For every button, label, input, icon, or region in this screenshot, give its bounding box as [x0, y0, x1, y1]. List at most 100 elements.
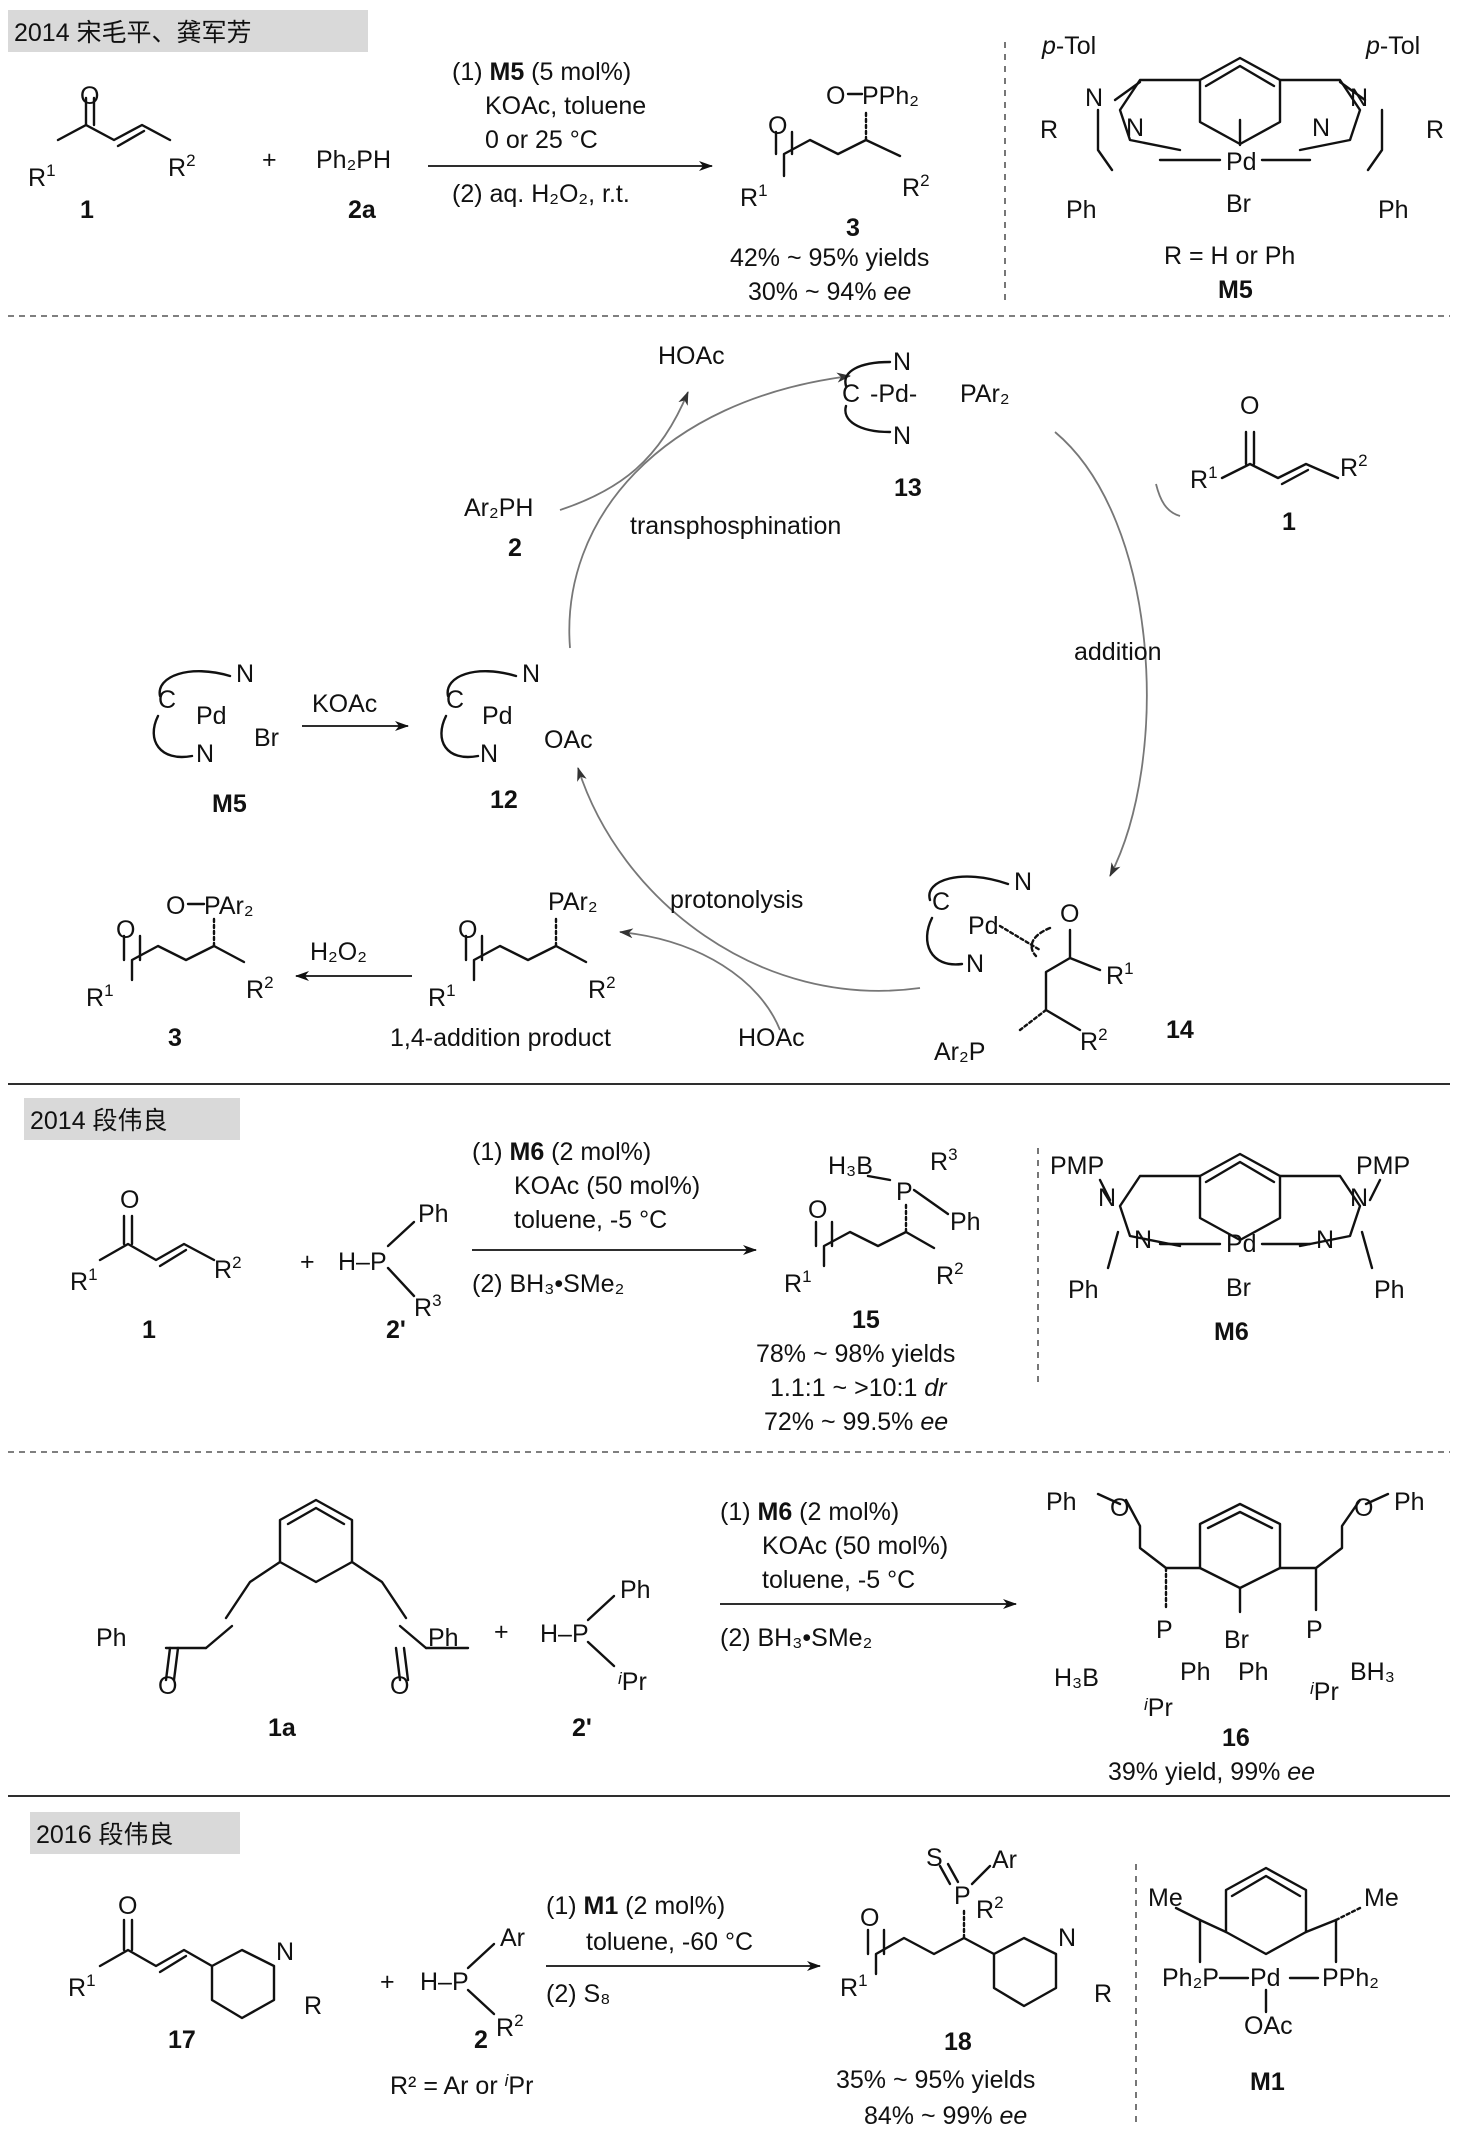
- compound-label-17: 17: [168, 2026, 196, 2054]
- arc-addition: [1054, 431, 1148, 877]
- step-protonolysis: protonolysis: [670, 886, 803, 914]
- conditions-line-4: (2) BH₃•SMe₂: [720, 1624, 872, 1652]
- r2-label: R2: [936, 1259, 964, 1290]
- ar-group: Ar: [992, 1846, 1017, 1874]
- catalytic-cycle: HOAc Ar₂PH 2 transphosphination addition…: [86, 342, 1368, 1066]
- atom-o: O: [768, 112, 787, 140]
- ipr-group: iPr: [1144, 1694, 1173, 1722]
- h3b-group: H₃B: [828, 1152, 873, 1180]
- compound-label-2: 2: [508, 534, 522, 562]
- section-header-bg: [8, 10, 368, 52]
- hoac-input: HOAc: [738, 1024, 805, 1052]
- conditions-line-2: KOAc (50 mol%): [514, 1172, 700, 1200]
- atom-pd: Pd: [1250, 1964, 1281, 1992]
- catalyst-note: R = H or Ph: [1164, 242, 1295, 270]
- r-substituent: R: [1094, 1980, 1112, 2008]
- phenyl: Ph: [418, 1200, 449, 1228]
- atom-pd: Pd: [196, 702, 227, 730]
- atom-c: C: [158, 686, 176, 714]
- plus-sign: +: [300, 1248, 315, 1276]
- phenyl: Ph: [96, 1624, 127, 1652]
- product-3: O O PPh₂ R1 R2 3 42% ~ 95% yields 30% ~ …: [730, 82, 930, 306]
- atom-n: N: [236, 660, 254, 688]
- r1-label: R1: [428, 981, 456, 1012]
- yield-range: 78% ~ 98% yields: [756, 1340, 955, 1368]
- p-h-group: H–P: [420, 1968, 469, 1996]
- r1-label: R1: [1190, 463, 1218, 494]
- atom-o: O: [1354, 1494, 1373, 1522]
- addition-product: O PAr₂ R1 R2 1,4-addition product: [390, 888, 616, 1052]
- atom-o: O: [80, 82, 99, 110]
- atom-n: N: [276, 1938, 294, 1966]
- compound-label-1: 1: [142, 1316, 156, 1344]
- r1-label: R1: [784, 1267, 812, 1298]
- phenyl: Ph: [428, 1624, 459, 1652]
- methyl: Me: [1364, 1884, 1399, 1912]
- precatalyst-label: M5: [212, 790, 247, 818]
- atom-o: O: [116, 916, 135, 944]
- intermediate-12: N C Pd OAc N 12: [440, 660, 593, 814]
- atom-pd: Pd: [1226, 148, 1257, 176]
- pph2-ligand: PPh₂: [1322, 1964, 1379, 1992]
- atom-n: N: [893, 422, 911, 450]
- koac-label: KOAc: [312, 690, 377, 718]
- phenyl: Ph: [1180, 1658, 1211, 1686]
- phenyl: Ph: [620, 1576, 651, 1604]
- reagent-2a: Ph₂PH: [316, 146, 391, 174]
- conditions-line-3: toluene, -5 °C: [514, 1206, 667, 1234]
- product-3-cycle: O O PAr₂ R1 R2 3: [86, 892, 274, 1052]
- atom-n: N: [1350, 84, 1368, 112]
- arc-protonolysis: [577, 767, 921, 992]
- atom-o: O: [1110, 1494, 1129, 1522]
- conditions-line-4: (2) BH₃•SMe₂: [472, 1270, 624, 1298]
- atom-n: N: [966, 950, 984, 978]
- r3-label: R3: [930, 1145, 958, 1176]
- phenyl: Ph: [950, 1208, 981, 1236]
- section-header-bg: [30, 1812, 240, 1854]
- section-header: 2014 段伟良: [30, 1107, 168, 1135]
- atom-n: N: [480, 740, 498, 768]
- phenyl: Ph: [1066, 196, 1097, 224]
- atom-n: N: [893, 348, 911, 376]
- compound-label-3: 3: [846, 214, 860, 242]
- enone-1: O R1 R2 1: [70, 1186, 242, 1344]
- r1-label: R1: [68, 1971, 96, 2002]
- r2-label: R2: [1080, 1025, 1108, 1056]
- step-addition: addition: [1074, 638, 1162, 666]
- compound-label-3: 3: [168, 1024, 182, 1052]
- conditions-line-2: KOAc, toluene: [485, 92, 646, 120]
- phosphine-2: H–P Ar R2 2 R² = Ar or iPr: [390, 1924, 533, 2100]
- r1-label: R1: [70, 1265, 98, 1296]
- atom-n: N: [196, 740, 214, 768]
- section-header-bg: [24, 1098, 240, 1140]
- yield-result: 39% yield, 99% ee: [1108, 1758, 1315, 1786]
- catalyst-label: M1: [1250, 2068, 1285, 2096]
- compound-label-1a: 1a: [268, 1714, 297, 1742]
- oac-ligand: OAc: [544, 726, 593, 754]
- pmp-group: PMP: [1356, 1152, 1410, 1180]
- pph2-group: PPh₂: [862, 82, 919, 110]
- ar2ph-label: Ar₂PH: [464, 494, 533, 522]
- plus-sign: +: [262, 146, 277, 174]
- phosphine-2prime: H–P Ph R3 2': [338, 1200, 449, 1344]
- phosphine-2prime: H–P Ph iPr 2': [540, 1576, 651, 1742]
- compound-label-2a: 2a: [348, 196, 377, 224]
- phenyl: Ph: [1374, 1276, 1405, 1304]
- product-15: O P H₃B R3 Ph R1 R2 15 78% ~ 98% yields …: [756, 1145, 981, 1436]
- phenyl: Ph: [1046, 1488, 1077, 1516]
- conditions-line-1: (1) M1 (2 mol%): [546, 1892, 725, 1920]
- conditions-line-2: KOAc (50 mol%): [762, 1532, 948, 1560]
- atom-p: P: [896, 1178, 913, 1206]
- section-1: 2014 宋毛平、龚军芳 O R1 R2 1 + Ph₂PH 2a (1) M5…: [8, 10, 1444, 306]
- atom-n: N: [1058, 1924, 1076, 1952]
- ipr-group: iPr: [618, 1668, 647, 1696]
- enone-1: O R1 R2 1: [28, 82, 196, 224]
- r2-label: R2: [496, 2011, 524, 2042]
- hoac-label: HOAc: [658, 342, 725, 370]
- r-substituent: R: [304, 1992, 322, 2020]
- atom-br: Br: [254, 724, 279, 752]
- atom-o: O: [458, 916, 477, 944]
- atom-n: N: [1350, 1184, 1368, 1212]
- conditions-line-2: toluene, -60 °C: [586, 1928, 753, 1956]
